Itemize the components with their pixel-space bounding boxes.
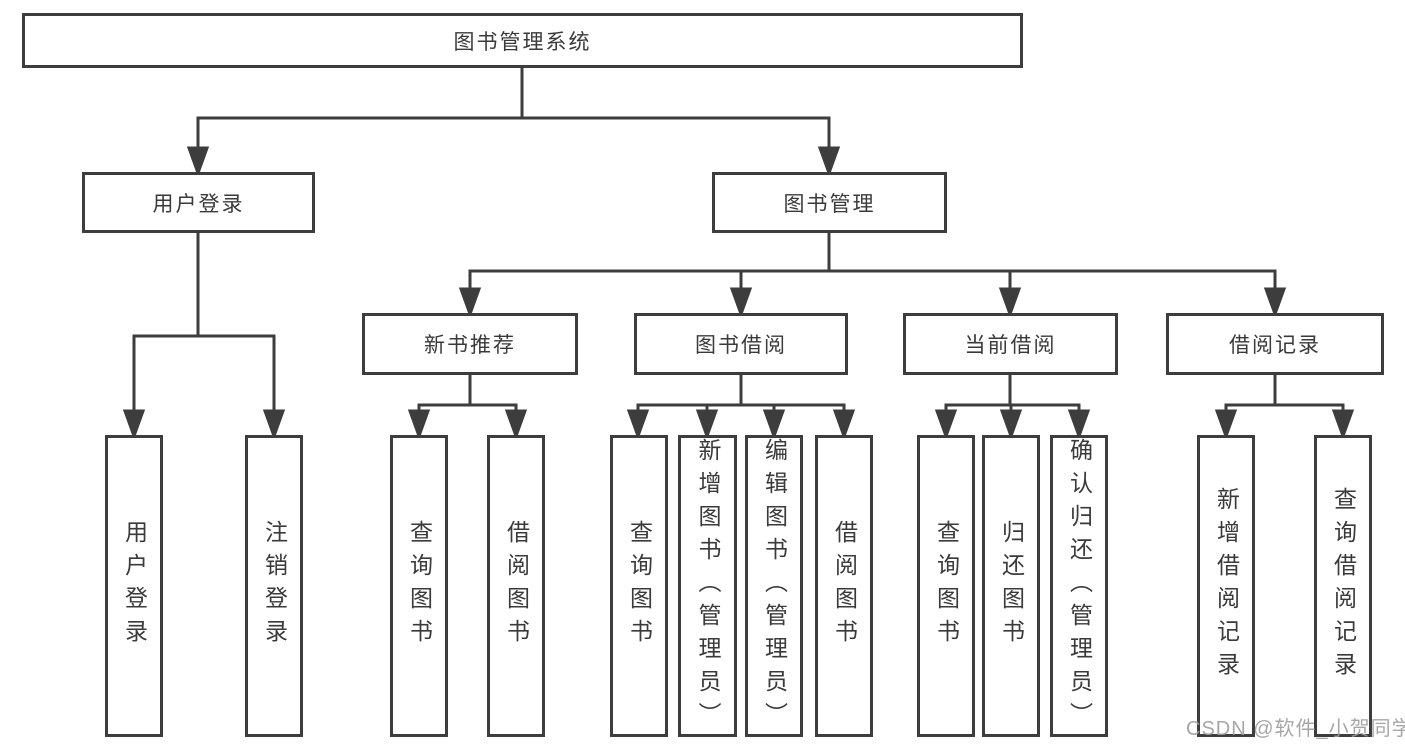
arrowhead-down <box>186 146 210 178</box>
connector-records-to-leaves <box>1214 375 1355 441</box>
node-book-management: 图书管理 <box>712 172 947 233</box>
node-leaf-user-login-label: 用户登录 <box>121 520 148 652</box>
node-leaf-user-login: 用户登录 <box>105 435 163 737</box>
node-borrow-records: 借阅记录 <box>1166 313 1384 375</box>
arrowhead-down <box>729 287 753 319</box>
node-leaf-query-books-recommend-label: 查询图书 <box>406 520 433 652</box>
node-leaf-query-borrow-record-label: 查询借阅记录 <box>1330 487 1357 685</box>
arrowhead-down <box>934 409 958 441</box>
node-leaf-add-borrow-record-label: 新增借阅记录 <box>1213 487 1240 685</box>
node-leaf-query-books-borrowing: 查询图书 <box>610 435 668 737</box>
node-leaf-return-book: 归还图书 <box>982 435 1040 737</box>
node-leaf-query-books-current: 查询图书 <box>917 435 975 737</box>
node-user-login-label: 用户登录 <box>152 192 245 216</box>
node-leaf-query-borrow-record: 查询借阅记录 <box>1314 435 1372 737</box>
node-new-book-recommend-label: 新书推荐 <box>424 334 516 357</box>
node-leaf-query-books-recommend: 查询图书 <box>390 435 448 737</box>
node-leaf-query-books-current-label: 查询图书 <box>933 520 960 652</box>
node-library-system-label: 图书管理系统 <box>453 30 592 54</box>
node-library-system: 图书管理系统 <box>22 13 1023 68</box>
arrowhead-down <box>626 409 650 441</box>
connector-root-to-level2 <box>186 68 841 178</box>
arrowhead-down <box>832 409 856 441</box>
arrowhead-down <box>999 409 1023 441</box>
arrowhead-down <box>262 409 286 441</box>
node-leaf-add-book-admin-label: 新增图书（管理员） <box>695 437 721 735</box>
node-leaf-logout-label: 注销登录 <box>261 520 288 652</box>
connector-user-login-to-leaves <box>122 233 286 441</box>
node-leaf-return-book-label: 归还图书 <box>998 520 1025 652</box>
arrowhead-down <box>1214 409 1238 441</box>
node-leaf-borrow-books: 借阅图书 <box>815 435 873 737</box>
arrowhead-down <box>1331 409 1355 441</box>
connector-borrowing-to-leaves <box>626 375 856 441</box>
node-current-borrowing-label: 当前借阅 <box>964 334 1057 357</box>
node-leaf-confirm-return-admin: 确认归还（管理员） <box>1050 435 1108 737</box>
node-borrow-records-label: 借阅记录 <box>1229 334 1321 357</box>
csdn-watermark: CSDN @软件_小贺同学 <box>1186 718 1405 740</box>
arrowhead-down <box>1067 409 1091 441</box>
node-leaf-edit-book-admin-label: 编辑图书（管理员） <box>761 437 788 735</box>
node-book-borrowing: 图书借阅 <box>634 313 848 375</box>
connector-book-mgmt-to-level3 <box>458 233 1287 319</box>
node-new-book-recommend: 新书推荐 <box>362 313 578 375</box>
connector-current-to-leaves <box>934 375 1091 441</box>
node-leaf-query-books-borrowing-label: 查询图书 <box>626 520 653 652</box>
arrowhead-down <box>762 409 786 441</box>
arrowhead-down <box>998 287 1022 319</box>
arrowhead-down <box>458 287 482 319</box>
node-leaf-add-book-admin: 新增图书（管理员） <box>678 435 737 737</box>
node-book-management-label: 图书管理 <box>783 192 876 216</box>
node-leaf-borrow-books-recommend: 借阅图书 <box>487 435 545 737</box>
node-leaf-edit-book-admin: 编辑图书（管理员） <box>745 435 803 737</box>
arrowhead-down <box>407 409 431 441</box>
node-leaf-confirm-return-admin-label: 确认归还（管理员） <box>1066 437 1093 735</box>
connector-new-book-to-leaves <box>407 375 528 441</box>
node-leaf-borrow-books-label: 借阅图书 <box>831 520 858 652</box>
node-leaf-borrow-books-recommend-label: 借阅图书 <box>503 520 530 652</box>
arrowhead-down <box>1263 287 1287 319</box>
node-leaf-add-borrow-record: 新增借阅记录 <box>1197 435 1255 737</box>
arrowhead-down <box>504 409 528 441</box>
node-user-login: 用户登录 <box>82 172 315 233</box>
arrowhead-down <box>122 409 146 441</box>
arrowhead-down <box>695 409 719 441</box>
arrowhead-down <box>817 146 841 178</box>
node-leaf-logout: 注销登录 <box>245 435 303 737</box>
node-current-borrowing: 当前借阅 <box>903 313 1118 375</box>
node-book-borrowing-label: 图书借阅 <box>695 334 787 357</box>
